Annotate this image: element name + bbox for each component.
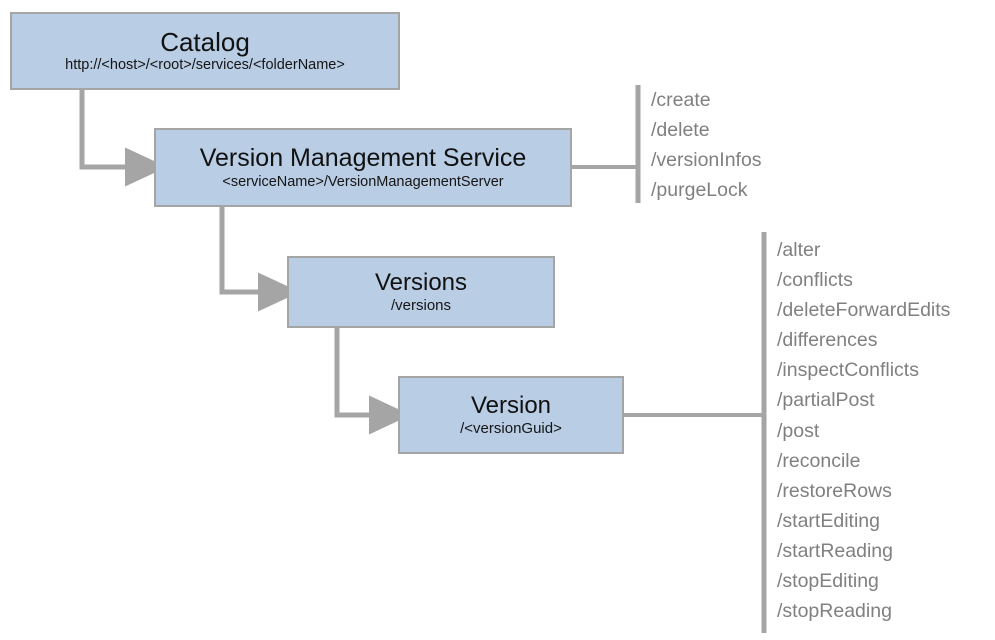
operation-item[interactable]: /conflicts [777,269,853,292]
operation-item[interactable]: /differences [777,329,878,352]
connector-catalog-to-service [79,90,167,187]
connector-version-to-operations [624,232,767,633]
operation-item[interactable]: /versionInfos [651,149,762,172]
operation-item[interactable]: /post [777,419,820,442]
node-catalog-subtitle: http://<host>/<root>/services/<folderNam… [65,57,345,74]
node-catalog[interactable]: Catalog http://<host>/<root>/services/<f… [10,12,400,90]
connector-versions-to-version [334,328,411,435]
operation-item[interactable]: /delete [651,119,710,142]
node-version-management-service-title: Version Management Service [199,144,527,173]
node-catalog-title: Catalog [160,26,250,57]
operation-item[interactable]: /restoreRows [777,479,892,502]
operation-item[interactable]: /startReading [777,539,893,562]
node-versions-title: Versions [374,269,468,297]
node-version-management-service[interactable]: Version Management Service <serviceName>… [154,128,572,207]
operation-item[interactable]: /deleteForwardEdits [777,299,951,322]
operation-list-service: /create /delete /versionInfos /purgeLock [651,85,762,205]
operation-item[interactable]: /alter [777,239,821,261]
node-version-management-service-subtitle: <serviceName>/VersionManagementServer [222,173,504,190]
connector-service-to-versions [219,207,300,312]
operation-item[interactable]: /partialPost [777,389,875,412]
operation-item[interactable]: /inspectConflicts [777,359,919,382]
operation-item[interactable]: /stopReading [777,600,892,623]
node-versions[interactable]: Versions /versions [287,256,555,328]
operation-item[interactable]: /stopEditing [777,570,879,593]
node-version[interactable]: Version /<versionGuid> [398,376,624,454]
node-versions-subtitle: /versions [390,297,452,315]
connector-service-to-operations [572,85,641,203]
operation-item[interactable]: /reconcile [777,449,861,472]
node-version-subtitle: /<versionGuid> [460,420,562,438]
operation-list-version: /alter /conflicts /deleteForwardEdits /d… [777,235,950,626]
operation-item[interactable]: /startEditing [777,509,880,532]
operation-item[interactable]: /create [651,89,711,111]
operation-item[interactable]: /purgeLock [651,179,748,202]
node-version-title: Version [470,392,552,420]
